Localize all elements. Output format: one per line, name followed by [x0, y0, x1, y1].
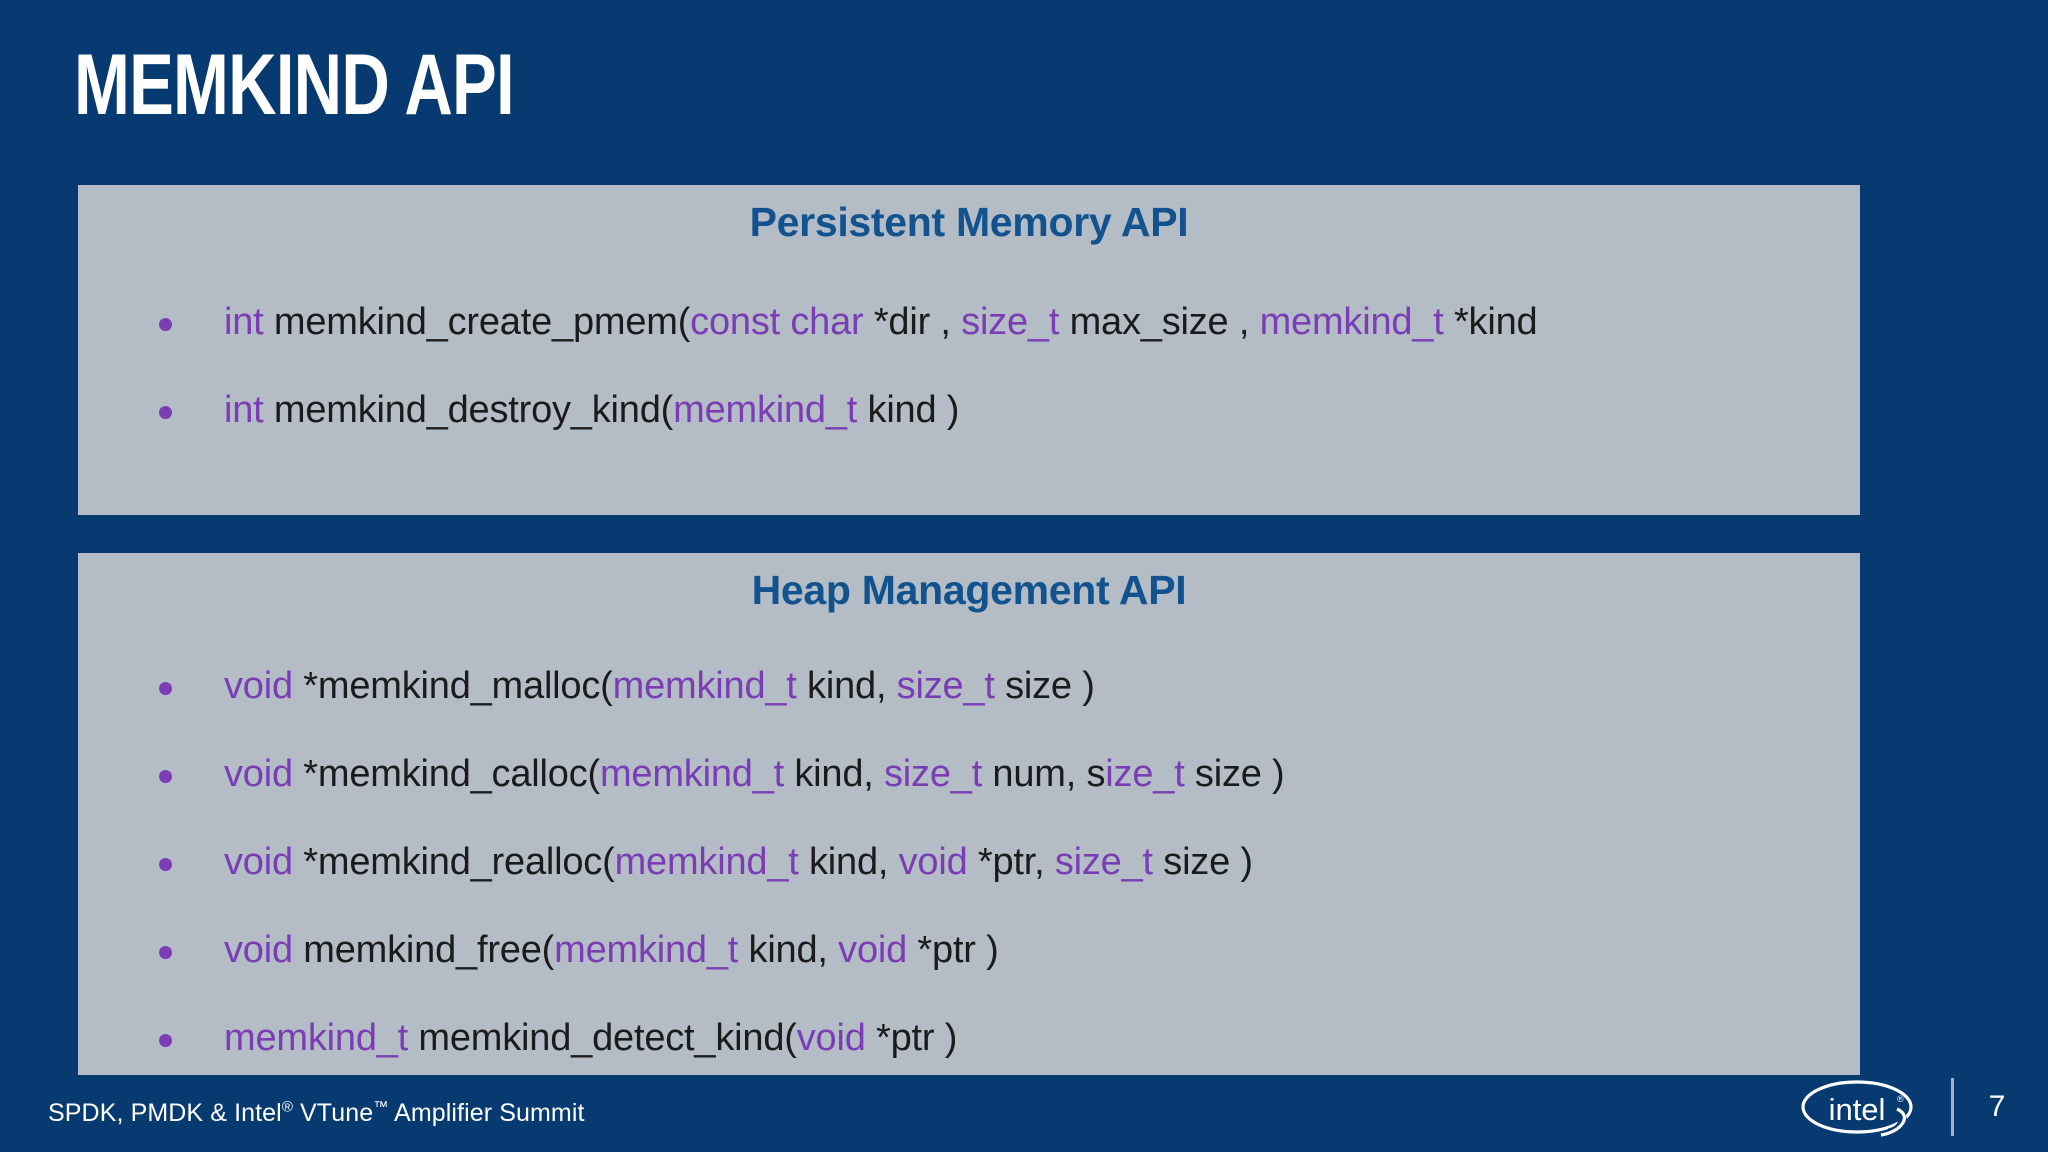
- code-text: kind,: [784, 753, 884, 795]
- code-text: memkind_detect_kind(: [408, 1017, 797, 1059]
- code-line: memkind_t memkind_detect_kind(void *ptr …: [78, 994, 1860, 1082]
- code-line: void *memkind_malloc(memkind_t kind, siz…: [78, 642, 1860, 730]
- code-keyword: void: [898, 841, 968, 883]
- code-keyword: int: [224, 301, 274, 343]
- code-keyword: memkind_t: [224, 1017, 409, 1059]
- code-keyword: size_t: [961, 301, 1070, 343]
- code-line: int memkind_create_pmem(const char *dir …: [78, 278, 1860, 366]
- code-keyword: void: [224, 841, 304, 883]
- code-text: memkind_destroy_kind(: [273, 389, 674, 431]
- code-text: *ptr ): [865, 1017, 958, 1059]
- code-keyword: memkind_t: [612, 665, 797, 707]
- code-keyword: void: [224, 665, 304, 707]
- code-keyword: void: [224, 753, 304, 795]
- footer-text-part-1: SPDK, PMDK & Intel: [48, 1099, 282, 1127]
- code-keyword: memkind_t: [673, 389, 868, 431]
- code-line: int memkind_destroy_kind(memkind_t kind …: [78, 366, 1860, 454]
- code-keyword: memkind_t: [1259, 301, 1454, 343]
- code-line: void *memkind_realloc(memkind_t kind, vo…: [78, 818, 1860, 906]
- code-text: kind,: [798, 841, 899, 883]
- footer-event-name: SPDK, PMDK & Intel® VTune™ Amplifier Sum…: [48, 1099, 585, 1128]
- panel-heap-management-api: Heap Management API void *memkind_malloc…: [78, 553, 1860, 1075]
- footer-text-vtune: VTune: [292, 1099, 374, 1127]
- code-text: kind ): [867, 389, 960, 431]
- code-text: num, s: [982, 753, 1106, 795]
- svg-text:®: ®: [1897, 1094, 1904, 1104]
- code-text: max_size ,: [1069, 301, 1260, 343]
- code-text: *memkind_calloc(: [303, 753, 600, 795]
- intel-logo-icon: intel ®: [1797, 1076, 1925, 1138]
- code-line: void memkind_free(memkind_t kind, void *…: [78, 906, 1860, 994]
- footer-divider: [1951, 1078, 1954, 1136]
- code-text: size ): [1184, 753, 1285, 795]
- code-keyword: ize_t: [1105, 753, 1185, 795]
- code-text: size ): [1152, 841, 1253, 883]
- code-keyword: size_t: [896, 665, 995, 707]
- page-number: 7: [1988, 1090, 2006, 1123]
- code-text: memkind_free(: [303, 929, 555, 971]
- code-text: *kind: [1453, 301, 1538, 343]
- code-text: *dir ,: [873, 301, 962, 343]
- code-keyword: memkind_t: [614, 841, 799, 883]
- code-list-heap-management: void *memkind_malloc(memkind_t kind, siz…: [78, 642, 1860, 1082]
- code-text: kind,: [738, 929, 839, 971]
- code-keyword: int: [224, 389, 274, 431]
- code-list-persistent-memory: int memkind_create_pmem(const char *dir …: [78, 278, 1860, 454]
- code-keyword: size_t: [884, 753, 983, 795]
- code-text: *memkind_realloc(: [303, 841, 615, 883]
- code-keyword: void: [224, 929, 304, 971]
- svg-text:intel: intel: [1829, 1092, 1886, 1127]
- code-keyword: memkind_t: [599, 753, 785, 795]
- page-title: MEMKIND API: [74, 37, 515, 133]
- panel-header-persistent-memory: Persistent Memory API: [749, 199, 1189, 245]
- code-keyword: size_t: [1054, 841, 1153, 883]
- panel-persistent-memory-api: Persistent Memory API int memkind_create…: [78, 185, 1860, 515]
- trademark-mark: ™: [373, 1098, 389, 1116]
- code-text: memkind_create_pmem(: [273, 301, 691, 343]
- code-keyword: void: [838, 929, 908, 971]
- code-keyword: memkind_t: [554, 929, 739, 971]
- code-keyword: void: [796, 1017, 866, 1059]
- registered-mark: ®: [281, 1098, 293, 1116]
- code-keyword: const char: [690, 301, 874, 343]
- code-line: void *memkind_calloc(memkind_t kind, siz…: [78, 730, 1860, 818]
- footer-text-part-2: Amplifier Summit: [388, 1099, 585, 1127]
- code-text: *ptr,: [967, 841, 1055, 883]
- code-text: kind,: [796, 665, 897, 707]
- code-text: *memkind_malloc(: [303, 665, 613, 707]
- code-text: size ): [994, 665, 1095, 707]
- panel-header-heap-management: Heap Management API: [751, 567, 1187, 613]
- footer-right-group: intel ® 7: [1797, 1076, 2014, 1138]
- code-text: *ptr ): [907, 929, 999, 971]
